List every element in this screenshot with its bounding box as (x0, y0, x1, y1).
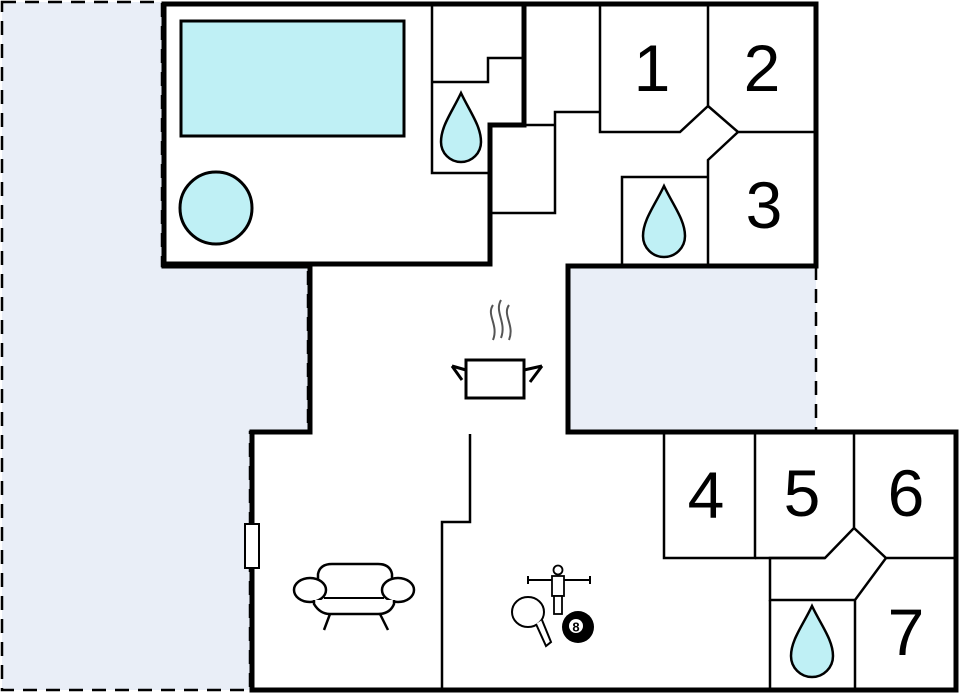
pool-icon (179, 19, 406, 138)
wall-bath-top (430, 4, 490, 175)
hot-tub-icon (178, 170, 254, 246)
billiard-ball-icon: 8 (562, 611, 594, 643)
table-tennis-icon (511, 596, 553, 648)
bathroom-drop-icon (789, 603, 835, 679)
room-label-4: 4 (688, 458, 725, 532)
bathroom-drop-icon (439, 90, 483, 164)
room-label-1: 1 (634, 31, 671, 105)
kitchen-pot-icon (450, 299, 544, 400)
room-label-6: 6 (888, 456, 925, 530)
wall-room4 (662, 434, 757, 560)
window-left (244, 523, 260, 569)
room-label-3: 3 (746, 168, 783, 242)
outer-wall-top (161, 1, 959, 693)
room-label-2: 2 (744, 31, 781, 105)
sofa-icon (292, 562, 416, 631)
wall-room3 (706, 131, 739, 264)
terrace-right-area (568, 266, 816, 432)
interior-walls (161, 1, 816, 267)
room-label-5: 5 (784, 456, 821, 530)
bathroom-drop-icon (641, 183, 687, 259)
wall-bath-lower (768, 556, 855, 602)
billiard-ball-number: 8 (572, 620, 579, 635)
room-label-7: 7 (888, 595, 925, 669)
wall-room1 (598, 4, 710, 134)
lower-walls (440, 434, 956, 690)
wall-stairs (490, 110, 600, 215)
house-floor (164, 4, 956, 690)
wall-bath-right (620, 175, 708, 264)
terrace-right (568, 266, 818, 432)
wall-games-room (440, 434, 472, 690)
table-football-icon (527, 564, 591, 615)
wall-pool-room (161, 1, 527, 267)
outer-walls (161, 1, 959, 693)
wall-bath-steps (432, 56, 524, 84)
